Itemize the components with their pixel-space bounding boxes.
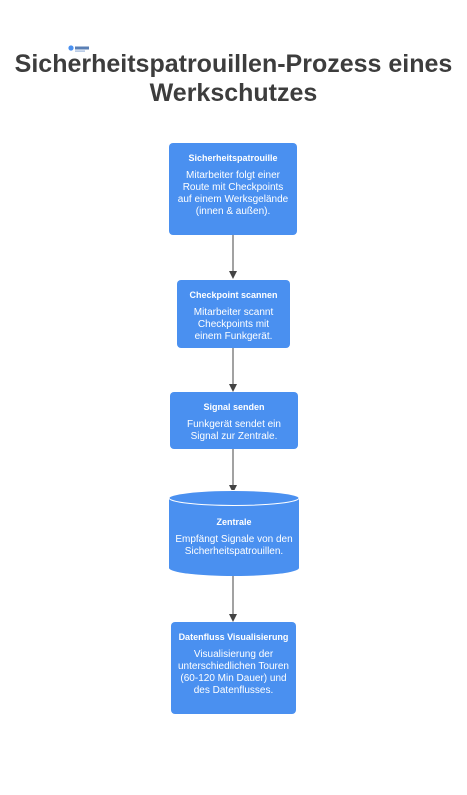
diagram-title: Sicherheitspatrouillen-Prozess eines Wer…: [14, 50, 453, 107]
node-zentrale-cylinder: [168, 490, 300, 576]
node-signal-senden: Signal senden Funkgerät sendet ein Signa…: [170, 392, 298, 449]
node-datenfluss-visualisierung: Datenfluss Visualisierung Visualisierung…: [171, 622, 296, 714]
creately-logo: [68, 45, 89, 52]
node-checkpoint-scannen: Checkpoint scannen Mitarbeiter scannt Ch…: [177, 280, 290, 348]
node-sicherheitspatrouille: Sicherheitspatrouille Mitarbeiter folgt …: [169, 143, 297, 235]
node-zentrale: Zentrale Empfängt Signale von den Sicher…: [175, 517, 293, 557]
